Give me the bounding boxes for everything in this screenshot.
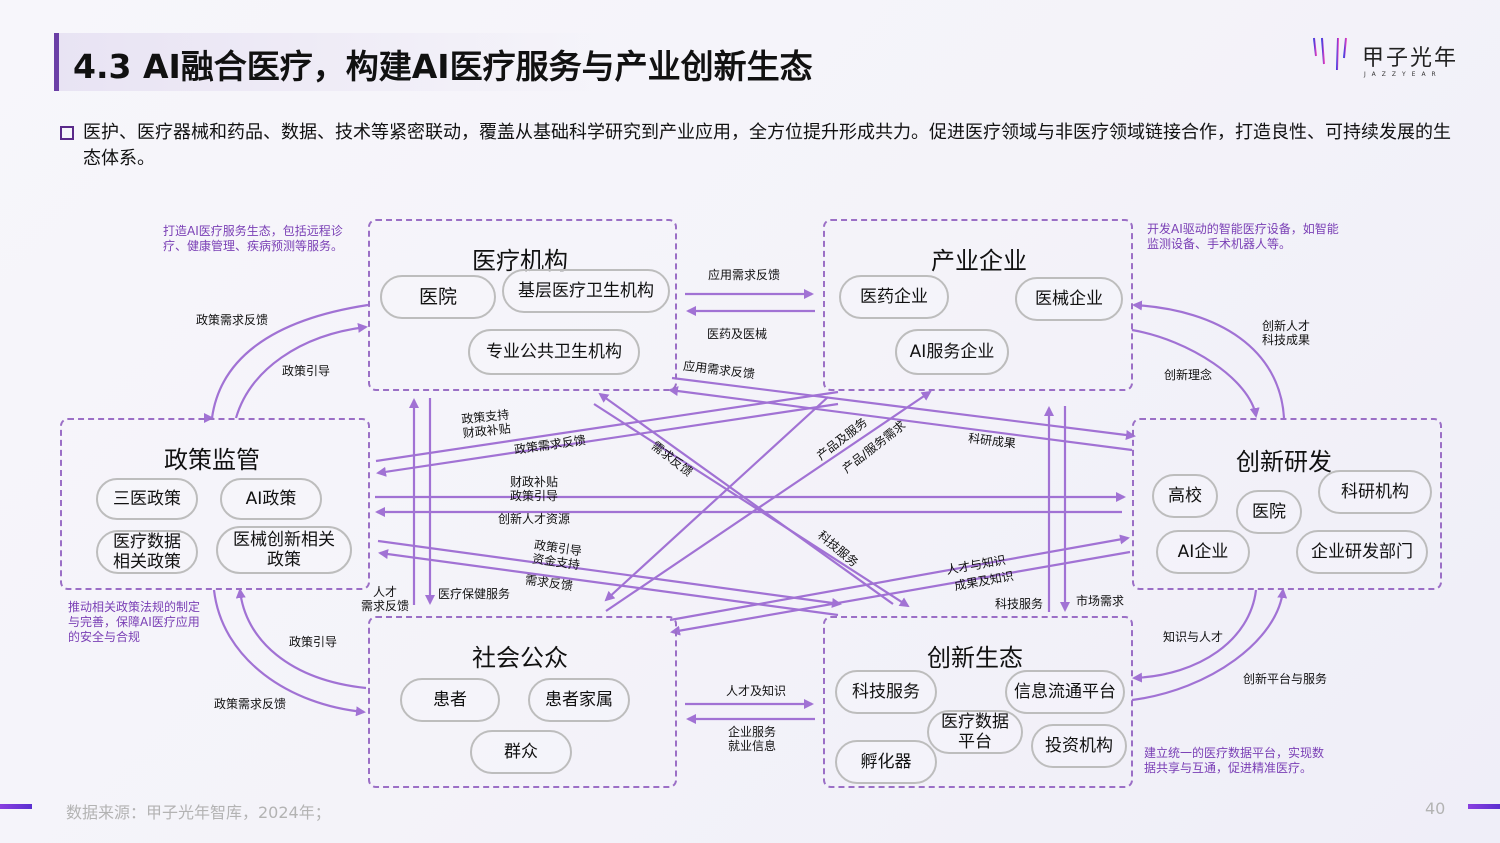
flow-label: 政策引导: [289, 635, 338, 649]
node-three-medical-policy[interactable]: 三医政策: [96, 478, 198, 520]
arrow-eco-to-rnd-outer: [1131, 588, 1288, 702]
node-investor[interactable]: 投资机构: [1031, 724, 1127, 768]
arrow-ind-to-rnd-inner: [1131, 328, 1260, 418]
node-general-public[interactable]: 群众: [470, 730, 572, 774]
arrow-policy-to-med-outer: [210, 303, 369, 419]
arrow-rnd-to-med: [668, 386, 1133, 452]
node-corporate-rnd[interactable]: 企业研发部门: [1296, 530, 1428, 574]
node-device-innovation-policy[interactable]: 医械创新相关 政策: [216, 526, 352, 574]
note-medical: 打造AI医疗服务生态，包括远程诊疗、健康管理、疾病预测等服务。: [163, 224, 344, 253]
node-primary-care[interactable]: 基层医疗卫生机构: [502, 269, 670, 313]
node-research-institute[interactable]: 科研机构: [1318, 470, 1432, 514]
flow-label: 创新人才 科技成果: [1262, 319, 1311, 347]
flow-label: 政策需求反馈: [214, 697, 287, 711]
group-title: 创新研发: [1236, 448, 1332, 476]
flow-label: 财政补贴 政策引导: [510, 475, 559, 503]
note-ecosystem: 建立统一的医疗数据平台，实现数据共享与互通，促进精准医疗。: [1144, 746, 1325, 775]
brand-logo: 甲子光年 JAZZYEAR: [1312, 34, 1462, 84]
logo-text-cn: 甲子光年: [1362, 46, 1459, 71]
arrow-rnd-to-public: [670, 550, 1131, 636]
node-patient-family[interactable]: 患者家属: [528, 678, 630, 722]
note-policy: 推动相关政策法规的制定与完善，保障AI医疗应用的安全与合规: [68, 600, 201, 644]
flow-label: 人才 需求反馈: [361, 585, 410, 613]
page-number: 40: [1425, 799, 1446, 818]
footer-accent-left: [0, 804, 32, 809]
group-rnd: 创新研发 高校 医院 科研机构 AI企业 企业研发部门: [1132, 418, 1442, 590]
logo-bars-icon: [1313, 37, 1347, 82]
arrow-ind-to-policy: [376, 402, 839, 477]
node-patient[interactable]: 患者: [400, 678, 500, 722]
flow-label: 政策需求反馈: [196, 313, 269, 327]
arrow-rnd-to-ind-outer: [1132, 300, 1286, 419]
arrow-rnd-to-eco-inner: [1132, 589, 1258, 683]
group-title: 社会公众: [472, 644, 568, 672]
node-info-platform[interactable]: 信息流通平台: [1005, 670, 1125, 714]
logo-text-en: JAZZYEAR: [1364, 71, 1442, 78]
flow-label: 知识与人才: [1163, 630, 1224, 644]
flow-label: 医药及医械: [707, 327, 768, 341]
flow-label: 人才及知识: [726, 684, 787, 698]
node-pharma[interactable]: 医药企业: [839, 275, 949, 319]
flow-label: 创新人才资源: [498, 512, 571, 526]
node-public-health[interactable]: 专业公共卫生机构: [468, 329, 640, 375]
arrow-public-to-policy-inner: [235, 588, 367, 690]
arrow-ind-to-public: [604, 396, 829, 602]
flow-label: 创新平台与服务: [1243, 672, 1328, 686]
flow-label: 医疗保健服务: [438, 587, 511, 601]
node-tech-service[interactable]: 科技服务: [835, 670, 937, 714]
group-policy: 政策监管 三医政策 AI政策 医疗数据 相关政策 医械创新相关 政策: [60, 418, 370, 590]
node-device[interactable]: 医械企业: [1015, 277, 1123, 321]
group-title: 产业企业: [931, 247, 1027, 275]
node-incubator[interactable]: 孵化器: [835, 740, 937, 784]
group-title: 创新生态: [927, 644, 1023, 672]
node-ai-policy[interactable]: AI政策: [220, 478, 322, 520]
arrow-med-to-rnd: [671, 376, 1136, 440]
node-hospital-rnd[interactable]: 医院: [1236, 490, 1302, 534]
bullet-square-icon: [60, 126, 74, 140]
note-industry: 开发AI驱动的智能医疗设备，如智能监测设备、手术机器人等。: [1147, 222, 1339, 251]
node-ai-service[interactable]: AI服务企业: [895, 329, 1009, 375]
flow-label: 科技服务: [995, 597, 1044, 611]
flow-label: 创新理念: [1164, 368, 1213, 382]
arrow-policy-to-public-outer: [212, 589, 366, 717]
group-industry: 产业企业 医药企业 医械企业 AI服务企业: [823, 219, 1133, 391]
flow-label: 市场需求: [1076, 594, 1125, 608]
arrow-med-to-policy-inner: [234, 323, 368, 419]
footer-accent-right: [1468, 804, 1500, 809]
flow-label: 政策支持 财政补贴: [460, 407, 512, 441]
page-title: 4.3 AI融合医疗，构建AI医疗服务与产业创新生态: [73, 47, 813, 86]
group-public: 社会公众 患者 患者家属 群众: [368, 616, 677, 788]
arrow-public-to-ind: [605, 390, 932, 612]
node-medical-data-platform[interactable]: 医疗数据 平台: [927, 710, 1023, 754]
arrow-med-to-eco: [593, 403, 910, 608]
arrow-eco-to-policy: [378, 549, 839, 617]
title-background: [54, 33, 614, 91]
data-source: 数据来源：甲子光年智库，2024年；: [66, 803, 331, 822]
group-medical-institutions: 医疗机构 医院 基层医疗卫生机构 专业公共卫生机构: [368, 219, 677, 391]
arrow-eco-to-med: [598, 392, 894, 605]
arrow-policy-to-eco: [377, 539, 842, 608]
intro-paragraph: 医护、医疗器械和药品、数据、技术等紧密联动，覆盖从基础科学研究到产业应用，全方位…: [83, 122, 1451, 169]
flow-label: 应用需求反馈: [708, 268, 781, 282]
arrow-public-to-rnd: [669, 534, 1130, 622]
group-ecosystem: 创新生态 科技服务 信息流通平台 医疗数据 平台 投资机构 孵化器: [823, 616, 1133, 788]
arrow-policy-to-ind: [375, 390, 839, 463]
flow-label: 政策引导: [282, 364, 331, 378]
node-university[interactable]: 高校: [1152, 474, 1218, 518]
flow-label: 企业服务 就业信息: [728, 725, 777, 753]
node-hospital[interactable]: 医院: [380, 275, 496, 319]
title-accent-bar: [54, 33, 59, 91]
node-data-policy[interactable]: 医疗数据 相关政策: [96, 530, 198, 574]
group-title: 政策监管: [164, 446, 260, 474]
node-ai-company[interactable]: AI企业: [1156, 530, 1250, 574]
